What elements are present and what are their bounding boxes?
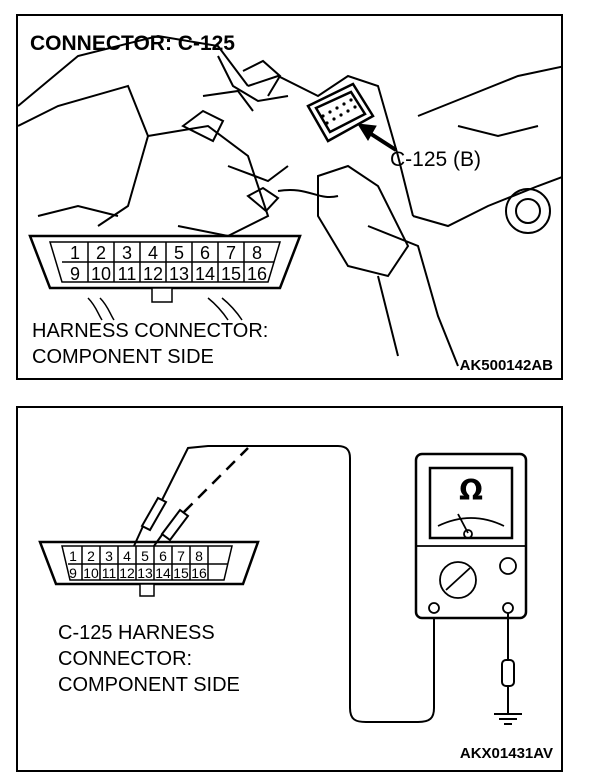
figure-code: AKX01431AV (459, 745, 553, 762)
pin-label: 14 (155, 565, 171, 581)
pin-label: 12 (119, 565, 135, 581)
ohm-symbol: Ω (459, 474, 483, 507)
pin-label: 4 (148, 243, 158, 263)
pin-label: 2 (87, 548, 95, 564)
harness-connector-label: C-125 HARNESS CONNECTOR: COMPONENT SIDE (58, 622, 240, 696)
pin-label: 2 (96, 243, 106, 263)
pin-label: 9 (70, 264, 80, 284)
pin-label: 14 (195, 264, 215, 284)
pin-label: 12 (143, 264, 163, 284)
pin-label: 1 (70, 243, 80, 263)
pin-label: 7 (177, 548, 185, 564)
pin-label: 5 (141, 548, 149, 564)
harness-connector-label: HARNESS CONNECTOR: COMPONENT SIDE (32, 320, 269, 368)
pin-label: 8 (252, 243, 262, 263)
connector-callout: C-125 (B) (390, 148, 482, 171)
pin-label: 9 (69, 565, 77, 581)
pin-label: 4 (123, 548, 131, 564)
figure-code: AK500142AB (459, 357, 553, 374)
pin-label: 8 (195, 548, 203, 564)
connector-title: CONNECTOR: C-125 (30, 32, 235, 55)
pin-label: 15 (173, 565, 189, 581)
pin-label: 13 (169, 264, 189, 284)
pin-label: 16 (191, 565, 207, 581)
pin-label: 10 (83, 565, 99, 581)
pin-label: 5 (174, 243, 184, 263)
pin-label: 7 (226, 243, 236, 263)
pin-label: 6 (200, 243, 210, 263)
pin-label: 15 (221, 264, 241, 284)
pin-row-lower: 9 10 11 12 13 14 15 16 (70, 264, 267, 284)
pin-label: 13 (137, 565, 153, 581)
pin-label: 11 (102, 565, 117, 581)
pin-label: 6 (159, 548, 167, 564)
pin-label: 11 (118, 264, 137, 284)
pin-label: 16 (247, 264, 267, 284)
pin-label: 3 (105, 548, 113, 564)
pin-label: 1 (69, 548, 77, 564)
pin-label: 3 (122, 243, 132, 263)
pin-label: 10 (91, 264, 111, 284)
